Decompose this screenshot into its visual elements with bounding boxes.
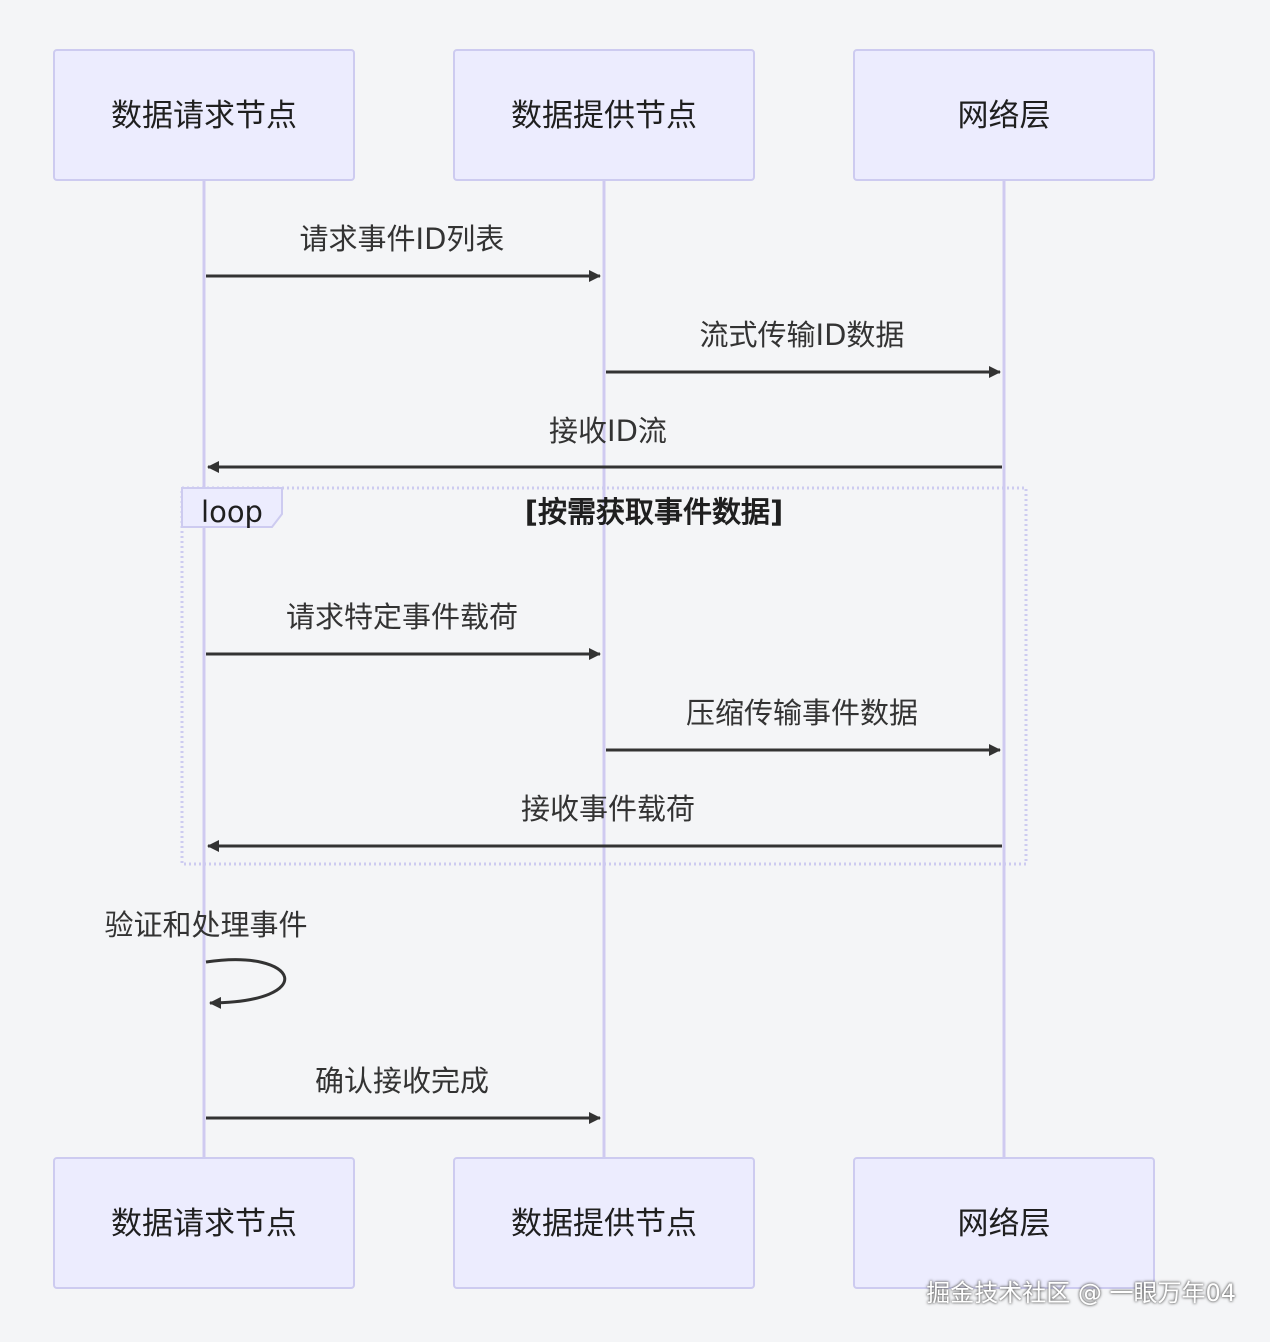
message-label: 请求特定事件载荷 (286, 600, 518, 634)
message-1: 请求事件ID列表 (206, 222, 601, 282)
message-label: 接收事件载荷 (521, 792, 695, 826)
actor-label: 数据提供节点 (511, 98, 697, 134)
actor-network-top: 网络层 (853, 49, 1155, 181)
loop-tab (181, 487, 283, 528)
actor-label: 数据请求节点 (111, 98, 297, 134)
actor-provider-top: 数据提供节点 (453, 49, 755, 181)
message-3: 接收ID流 (207, 414, 1002, 473)
message-label: 请求事件ID列表 (300, 222, 505, 256)
message-label: 接收ID流 (549, 414, 667, 448)
loop-condition: [按需获取事件数据] (525, 495, 784, 529)
actor-label: 网络层 (958, 1206, 1051, 1242)
watermark: 掘金技术社区 @ 一眼万年04 (926, 1279, 1236, 1307)
message-8: 确认接收完成 (206, 1064, 601, 1124)
message-label: 确认接收完成 (315, 1064, 489, 1098)
message-label: 压缩传输事件数据 (686, 696, 918, 730)
actor-requester-bottom: 数据请求节点 (53, 1157, 355, 1289)
actor-label: 数据提供节点 (511, 1206, 697, 1242)
actor-label: 数据请求节点 (111, 1206, 297, 1242)
loop-label: loop (201, 495, 263, 529)
actor-requester-top: 数据请求节点 (53, 49, 355, 181)
message-label: 流式传输ID数据 (700, 318, 905, 352)
message-7-self: 验证和处理事件 (104, 908, 308, 1009)
actor-network-bottom: 网络层 (853, 1157, 1155, 1289)
message-5: 压缩传输事件数据 (606, 696, 1001, 756)
actor-provider-bottom: 数据提供节点 (453, 1157, 755, 1289)
actor-label: 网络层 (958, 98, 1051, 134)
message-2: 流式传输ID数据 (606, 318, 1001, 378)
message-4: 请求特定事件载荷 (206, 600, 601, 660)
loop-frame: loop [按需获取事件数据] (180, 486, 1028, 866)
message-6: 接收事件载荷 (207, 792, 1002, 852)
message-label: 验证和处理事件 (104, 908, 307, 942)
